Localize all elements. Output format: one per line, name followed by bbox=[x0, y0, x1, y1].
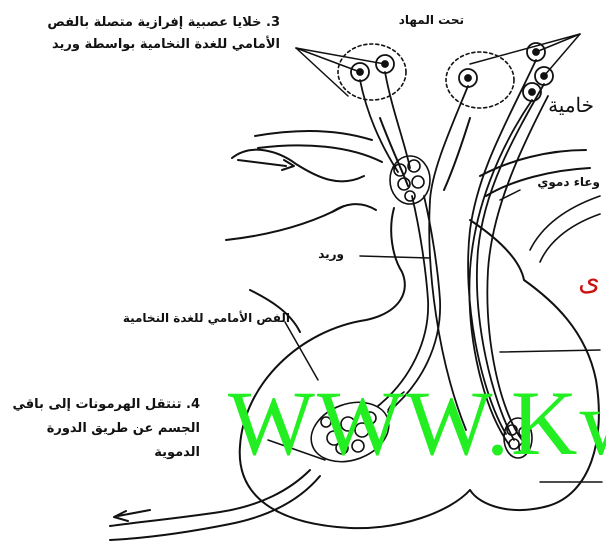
secretory-neurons-label-line1: 3. خلايا عصبية إفرازية متصلة بالفص bbox=[47, 14, 280, 32]
secretory-neurons-label-line2: الأمامي للغدة النخامية بواسطة وريد bbox=[52, 36, 280, 54]
pituitary-fragment-label: خامية bbox=[548, 92, 594, 119]
capillary-plexus-top bbox=[390, 156, 430, 204]
hormones-label-line3: الدموية bbox=[154, 444, 200, 462]
hormones-label-line1: 4. تنتقل الهرمونات إلى باقي bbox=[13, 396, 201, 414]
blood-vessel-label: وعاء دموي bbox=[537, 174, 600, 190]
red-fragment-label: ى bbox=[578, 262, 600, 300]
anterior-lobe-label: الفص الأمامي للغدة النخامية bbox=[123, 310, 290, 326]
watermark-text: WWW.Kw bbox=[228, 370, 606, 476]
left-structure bbox=[226, 150, 364, 240]
hypothalamus-label: تحت المهاد bbox=[399, 12, 464, 28]
outflow-vessel bbox=[110, 470, 320, 540]
hormones-label-line2: الجسم عن طريق الدورة bbox=[47, 420, 200, 438]
neuron-cell-bodies bbox=[351, 43, 553, 101]
vein-label: وريد bbox=[318, 246, 344, 262]
right-vessels bbox=[530, 196, 600, 262]
